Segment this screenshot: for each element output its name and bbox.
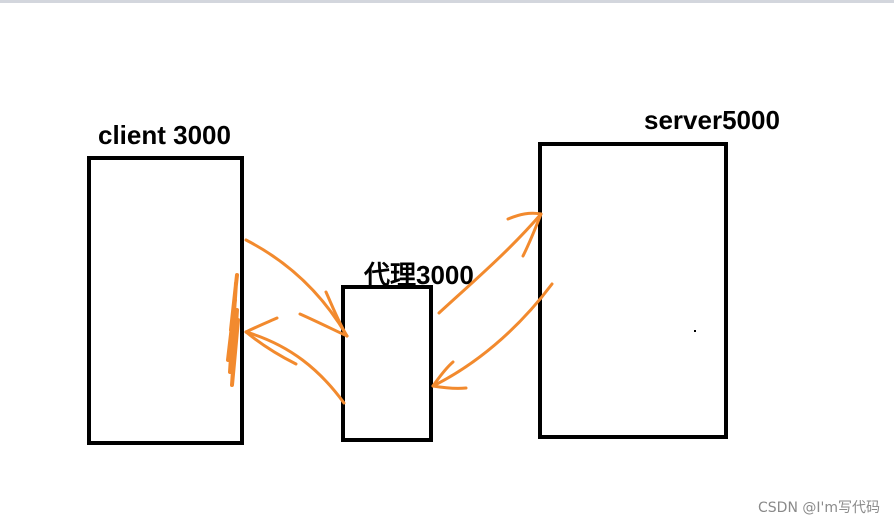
arrow-server-to-proxy-head-a	[431, 360, 455, 388]
client-box	[87, 156, 244, 445]
server-box	[538, 142, 728, 439]
arrow-proxy-to-client-head-a	[244, 316, 279, 334]
server-dot	[694, 330, 696, 332]
watermark: CSDN @I'm写代码	[758, 500, 880, 516]
arrow-client-to-proxy-head-b	[298, 312, 349, 338]
top-border	[0, 0, 894, 3]
server-label: server5000	[644, 105, 780, 135]
arrow-server-to-proxy	[431, 282, 554, 388]
client-scribble	[226, 273, 240, 387]
arrow-server-to-proxy-head-b	[431, 384, 468, 390]
arrow-proxy-to-server-head-a	[506, 211, 543, 221]
client-label: client 3000	[98, 120, 231, 150]
arrow-proxy-to-server-head-b	[521, 212, 543, 258]
arrow-proxy-to-client	[244, 330, 346, 405]
arrow-proxy-to-server	[437, 212, 543, 315]
proxy-box	[341, 285, 433, 442]
arrow-proxy-to-client-head-b	[244, 330, 298, 366]
arrow-client-to-proxy-head-a	[324, 290, 349, 338]
arrow-client-to-proxy	[244, 238, 349, 338]
